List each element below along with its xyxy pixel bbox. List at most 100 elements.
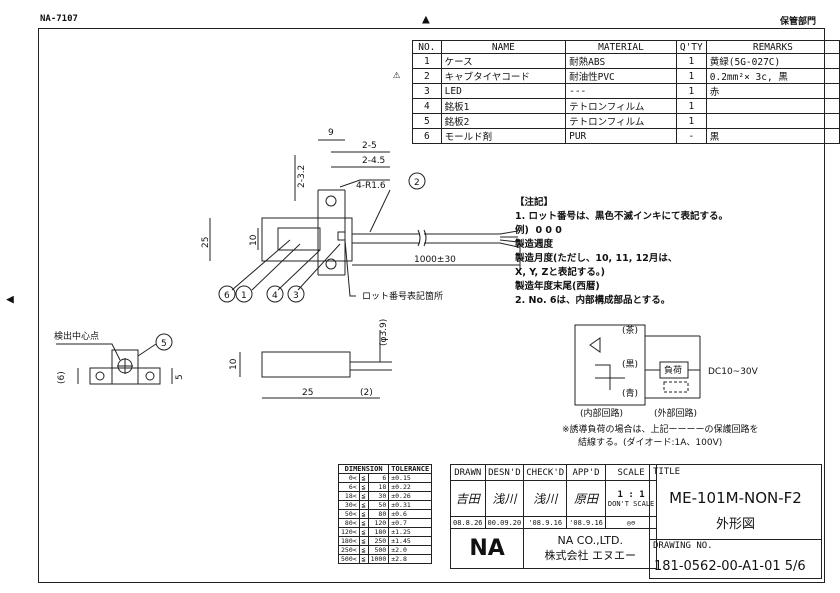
- cell: 120: [367, 518, 390, 528]
- cell: 250: [367, 536, 390, 546]
- cell: 0<: [338, 473, 360, 483]
- cell: ±0.7: [388, 518, 433, 528]
- cell: 180: [367, 527, 390, 537]
- end-hole-right: [145, 371, 155, 381]
- dim-1000: 1000±30: [414, 255, 456, 265]
- revision-warning-icon: ⚠: [393, 67, 401, 81]
- title-divider: [650, 539, 821, 540]
- document-code: NA-7107: [40, 14, 78, 24]
- drawing-number: 181-0562-00-A1-01 5/6: [654, 559, 806, 574]
- wire-black-label: (黒): [622, 359, 638, 370]
- cell: 黒: [705, 128, 840, 144]
- leader-balloon-2: [369, 189, 391, 233]
- cell: ≦: [358, 527, 369, 537]
- load-label: 負荷: [664, 364, 682, 376]
- balloon-3-label: 3: [293, 291, 299, 301]
- cell: ≦: [358, 545, 369, 555]
- drawing-type: 外形図: [715, 517, 755, 532]
- cable-break: [417, 229, 427, 247]
- table-row: 6<≦18±0.22: [338, 482, 433, 492]
- sensor-body-side-view: [261, 351, 351, 378]
- dim-10-side: 10: [229, 358, 239, 370]
- designed-header: DESN'D: [484, 464, 525, 481]
- dim-25-vertical: 25: [201, 237, 211, 248]
- nameplate-outline: [277, 227, 321, 251]
- end-hole-left: [95, 371, 105, 381]
- checked-signature: 浅川: [523, 480, 568, 517]
- cell: ≦: [358, 473, 369, 483]
- detection-center-label: 検出中心点: [54, 330, 99, 342]
- cell: 180<: [338, 536, 360, 546]
- lot-number-location: ロット番号表記箇所: [362, 290, 443, 302]
- cell: ≦: [358, 518, 369, 528]
- internal-circuit-label: (内部回路): [580, 407, 623, 419]
- dim-2-4-5: 2-4.5: [362, 156, 385, 166]
- internal-diode-icon: [589, 337, 601, 353]
- company-name-cell: NA CO.,LTD. 株式会社 エヌエー: [523, 528, 658, 569]
- dim-6: (6): [57, 371, 67, 384]
- wire-blue-label: (青): [622, 387, 638, 399]
- cell: ≦: [358, 500, 369, 510]
- drawn-date: 08.8.26: [450, 516, 486, 529]
- cell: 80: [367, 509, 390, 519]
- company-logo: NA: [449, 528, 525, 569]
- drawing-frame: [38, 28, 825, 583]
- left-center-marker: ◀: [6, 292, 14, 307]
- dim-9: 9: [328, 128, 334, 138]
- table-row: 50<≦80±0.6: [338, 509, 433, 519]
- table-row: 120<≦180±1.25: [338, 527, 433, 537]
- cell: 120<: [338, 527, 360, 537]
- dim-25-horizontal: 25: [302, 388, 313, 398]
- checked-header: CHECK'D: [523, 464, 568, 481]
- title-label: TITLE: [653, 467, 681, 477]
- dim-phi-3-9: (φ3.9): [379, 319, 389, 346]
- cell: 50<: [338, 509, 360, 519]
- cell: 18: [367, 482, 390, 492]
- transistor-icon: [595, 364, 625, 390]
- dim-2-5: 2-5: [362, 141, 377, 151]
- balloon-2-label: 2: [414, 178, 420, 188]
- dim-4-r1-6: 4-R1.6: [356, 181, 386, 191]
- leader-4-r1-6: [339, 179, 390, 188]
- balloon-3: [287, 285, 305, 303]
- cell: ±0.26: [388, 491, 433, 501]
- drawing-number-label: DRAWING NO.: [653, 541, 713, 551]
- cell: ±0.6: [388, 509, 433, 519]
- leader-balloon-5: [137, 343, 157, 357]
- dim-10-vertical: 10: [249, 234, 259, 246]
- dim-2-3-2: 2-3.2: [297, 165, 307, 188]
- cell: ≦: [358, 536, 369, 546]
- cell: モールド剤: [440, 128, 567, 144]
- cell: ≦: [358, 491, 369, 501]
- top-center-marker: ▲: [422, 12, 430, 27]
- cell: 6<: [338, 482, 360, 492]
- note-month-2: X, Y, Zと表記する。): [515, 267, 605, 278]
- cell: ±0.31: [388, 500, 433, 510]
- company-name-jp: 株式会社 エヌエー: [544, 549, 636, 562]
- cell: 250<: [338, 545, 360, 555]
- drawn-header: DRAWN: [450, 464, 486, 481]
- supply-voltage-label: DC10~30V: [708, 367, 759, 377]
- table-row: 180<≦250±1.45: [338, 536, 433, 546]
- cell: ±0.15: [388, 473, 433, 483]
- balloon-6: [218, 285, 236, 303]
- designed-signature: 浅川: [484, 480, 525, 517]
- table-row: 18<≦30±0.26: [338, 491, 433, 501]
- note-weekly: 製造週度: [515, 239, 554, 250]
- scale-value: 1 : 1: [617, 489, 645, 500]
- cell: 80<: [338, 518, 360, 528]
- notes-title: 【注記】: [515, 197, 554, 208]
- cell: 30: [367, 491, 390, 501]
- balloon-4-label: 4: [272, 291, 278, 301]
- mounting-hole-top: [325, 195, 337, 207]
- table-row: 80<≦120±0.7: [338, 518, 433, 528]
- table-row: 500<≦1000±2.8: [338, 554, 433, 564]
- inductive-load-note-2: 結線する。(ダイオード:1A、100V): [578, 436, 722, 448]
- leader-lot-label: [344, 239, 356, 297]
